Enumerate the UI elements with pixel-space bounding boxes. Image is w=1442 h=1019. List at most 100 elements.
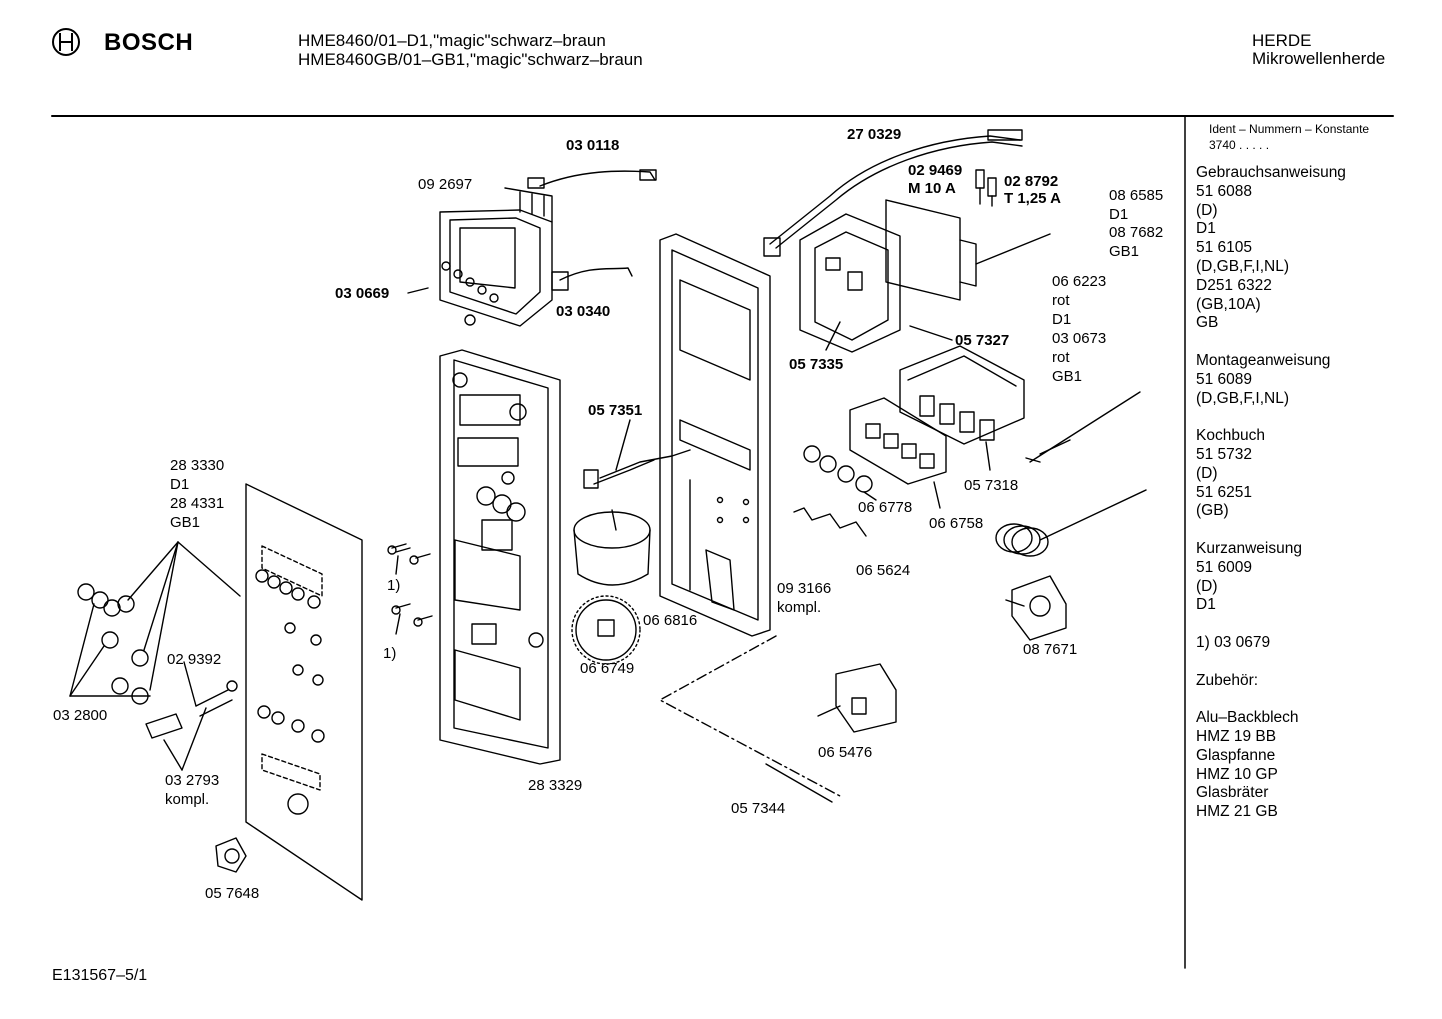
variant-label: GB1 <box>1052 368 1083 385</box>
doc-section-line: Glasbräter <box>1196 784 1269 802</box>
variant-label: D1 <box>1052 311 1072 328</box>
part-label: 06 6778 <box>858 499 913 516</box>
model-line-2: HME8460GB/01–GB1,"magic"schwarz–braun <box>298 50 643 69</box>
energy-regulator <box>1005 575 1067 641</box>
timer-switch <box>817 663 897 733</box>
fuses <box>975 169 997 207</box>
subcategory-title: Mikrowellenherde <box>1252 49 1386 68</box>
doc-section-line: (D) <box>1196 201 1218 219</box>
doc-section-line: 51 6251 <box>1196 483 1253 501</box>
category-title: HERDE <box>1252 31 1312 50</box>
front-frame <box>439 349 561 765</box>
doc-section-title: Kurzanweisung <box>1196 539 1302 557</box>
footnote-ref: 1) <box>387 577 401 594</box>
control-panel-foil <box>245 483 363 901</box>
part-label: 06 6223 <box>1052 273 1107 290</box>
part-label: kompl. <box>777 599 822 616</box>
doc-section-line: 51 6009 <box>1196 558 1253 576</box>
knob-assembly <box>145 661 238 771</box>
doc-section-line: 51 6088 <box>1196 182 1253 200</box>
control-board <box>799 199 1051 353</box>
rotary-drum <box>573 509 651 586</box>
part-label: kompl. <box>165 791 210 808</box>
part-label: 27 0329 <box>847 126 902 143</box>
doc-section-line: (GB,10A) <box>1196 295 1261 313</box>
doc-section-line: HMZ 21 GB <box>1196 803 1278 821</box>
part-label: 09 2697 <box>418 176 473 193</box>
doc-section-line: GB <box>1196 314 1219 332</box>
variant-label: GB1 <box>170 514 201 531</box>
doc-section-line: HMZ 19 BB <box>1196 727 1277 745</box>
part-label: 08 6585 <box>1109 187 1164 204</box>
part-label: 08 7671 <box>1023 641 1078 658</box>
doc-section-line: (D,GB,F,I,NL) <box>1196 389 1290 407</box>
part-label: 03 2793 <box>165 772 220 789</box>
doc-section-line: D251 6322 <box>1196 276 1272 294</box>
part-label: 05 7648 <box>205 885 260 902</box>
part-label: 02 8792 <box>1004 173 1059 190</box>
variant-label: rot <box>1052 349 1070 366</box>
doc-section-line: D1 <box>1196 220 1216 238</box>
part-label: 03 2800 <box>53 707 108 724</box>
doc-section-title: Kochbuch <box>1196 427 1265 445</box>
rotary-knob <box>215 837 247 873</box>
doc-section-line: (GB) <box>1196 502 1229 520</box>
part-label: 02 9469 <box>908 162 963 179</box>
variant-label: D1 <box>1109 206 1129 223</box>
button-holder <box>849 397 947 509</box>
probe-057344 <box>765 763 833 803</box>
doc-section-line: HMZ 10 GP <box>1196 765 1278 783</box>
part-label: 28 3329 <box>528 777 583 794</box>
variant-label: GB1 <box>1109 243 1140 260</box>
part-label: 06 6749 <box>580 660 635 677</box>
cable-270329 <box>769 135 1021 245</box>
doc-section-line: Glaspfanne <box>1196 746 1276 764</box>
doc-section-title: 1) 03 0679 <box>1196 633 1271 651</box>
push-buttons <box>803 445 877 501</box>
part-label: 05 7351 <box>588 402 643 419</box>
part-label: 28 4331 <box>170 495 225 512</box>
doc-section-line: (D) <box>1196 464 1218 482</box>
doc-section-line: 51 6089 <box>1196 370 1253 388</box>
part-label: 09 3166 <box>777 580 832 597</box>
part-label: 06 5476 <box>818 744 873 761</box>
doc-section-line: 51 5732 <box>1196 445 1253 463</box>
thermostat-coil <box>995 489 1147 557</box>
variant-label: rot <box>1052 292 1070 309</box>
part-label: 28 3330 <box>170 457 225 474</box>
doc-section: Zubehör: <box>1196 672 1346 691</box>
part-label: 03 0673 <box>1052 330 1107 347</box>
variant-label: D1 <box>170 476 190 493</box>
part-label: 06 6758 <box>929 515 984 532</box>
cable-030340 <box>559 267 633 281</box>
switch-block <box>899 345 1025 471</box>
chassis-frame <box>659 233 771 637</box>
doc-section-title: Gebrauchsanweisung <box>1196 164 1346 181</box>
part-label: 08 7682 <box>1109 224 1164 241</box>
doc-section-line: (D,GB,F,I,NL) <box>1196 257 1290 275</box>
part-label: 05 7344 <box>731 800 786 817</box>
model-line-1: HME8460/01–D1,"magic"schwarz–braun <box>298 31 606 50</box>
display-module <box>439 187 553 327</box>
document-id: E131567–5/1 <box>52 967 148 984</box>
part-label: 06 5624 <box>856 562 911 579</box>
wire-harness-057351 <box>593 419 691 485</box>
part-label: 03 0669 <box>335 285 390 302</box>
part-label: 03 0118 <box>566 137 620 154</box>
doc-section-line: (D) <box>1196 577 1218 595</box>
doc-section-title: Alu–Backblech <box>1196 709 1299 727</box>
part-label: 06 6816 <box>643 612 698 629</box>
fuse-rating: T 1,25 A <box>1004 190 1061 207</box>
brand-name: BOSCH <box>104 29 194 56</box>
part-label: 05 7318 <box>964 477 1019 494</box>
assembly-line <box>659 635 841 797</box>
doc-section-line: 51 6105 <box>1196 239 1253 257</box>
doc-section: 1) 03 0679 <box>1196 634 1346 653</box>
gear-wheel <box>571 595 641 665</box>
